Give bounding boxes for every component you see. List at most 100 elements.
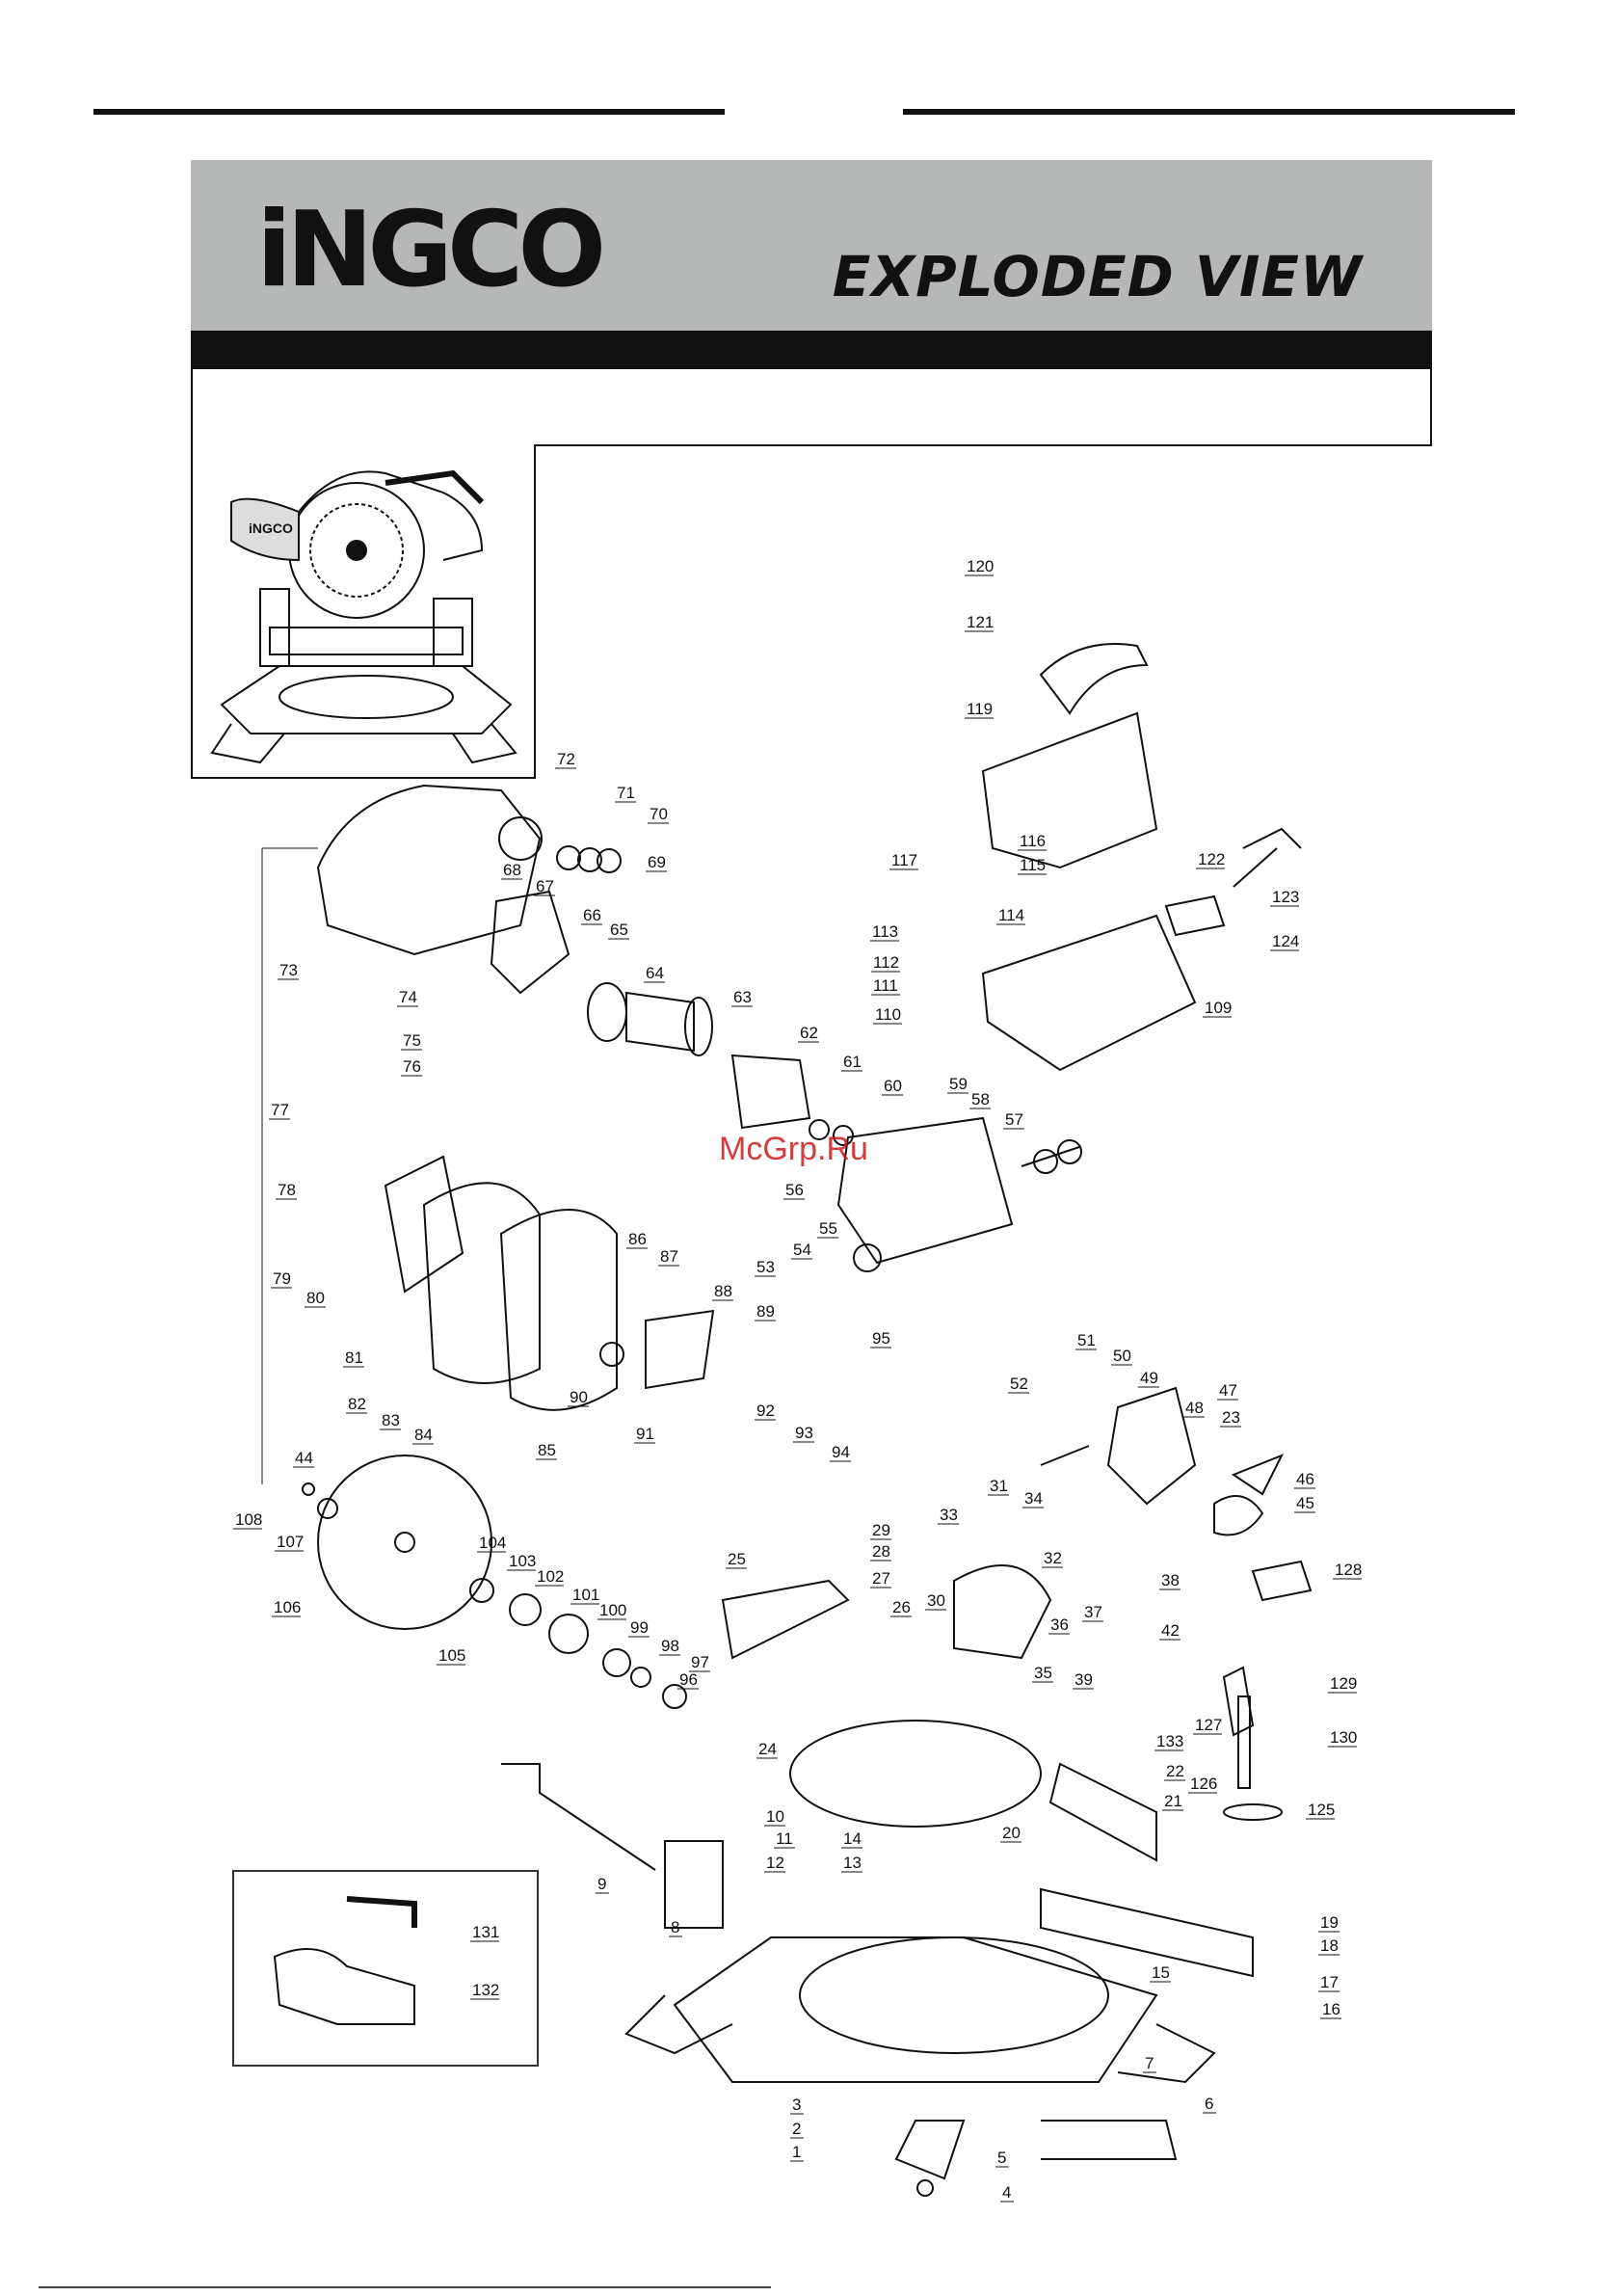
part-label: 88: [714, 1282, 732, 1300]
part-label: 64: [646, 964, 664, 982]
part-label: 39: [1074, 1670, 1093, 1689]
lower-guard: [422, 1182, 541, 1384]
part-label: 108: [235, 1510, 262, 1529]
clamp-foot: [1223, 1803, 1283, 1821]
front-foot: [894, 2120, 966, 2180]
part-label: 15: [1152, 1963, 1170, 1982]
part-label: 113: [872, 922, 898, 941]
part-label: 53: [756, 1258, 775, 1276]
part-label: 133: [1156, 1732, 1183, 1750]
stator: [730, 1054, 811, 1130]
part-label: 62: [800, 1024, 818, 1042]
part-label: 22: [1166, 1762, 1184, 1780]
part-label: 8: [671, 1918, 679, 1936]
part-label: 122: [1198, 850, 1225, 868]
part-label: 36: [1050, 1615, 1069, 1634]
fence-side: [664, 1840, 724, 1929]
power-cord-clamp: [1164, 894, 1226, 937]
part-label: 116: [1020, 832, 1046, 850]
armature: [625, 991, 695, 1053]
part-label: 5: [997, 2149, 1006, 2167]
part-label: 117: [891, 851, 917, 869]
part-label: 42: [1161, 1621, 1180, 1640]
part-label: 129: [1330, 1674, 1357, 1693]
part-label: 124: [1272, 932, 1299, 950]
part-label: 120: [967, 557, 994, 575]
part-label: 28: [872, 1542, 890, 1561]
part-label: 65: [610, 921, 628, 939]
part-label: 109: [1205, 999, 1232, 1017]
bottom-rule: [39, 2286, 771, 2288]
model-info-box: [191, 369, 1432, 446]
part-label: 114: [998, 906, 1024, 924]
part-label: 73: [279, 961, 298, 979]
part-label: 50: [1113, 1347, 1131, 1365]
part-label: 107: [277, 1533, 304, 1551]
part-label: 56: [785, 1181, 804, 1199]
link-plate: [645, 1309, 715, 1390]
part-label: 68: [503, 861, 521, 879]
part-label: 87: [660, 1247, 678, 1266]
part-label: 94: [832, 1443, 850, 1461]
thumbnail-decal: iNGCO: [249, 521, 293, 536]
part-label: 23: [1222, 1408, 1240, 1427]
part-label: 45: [1296, 1494, 1314, 1512]
depth-rod: [1237, 1695, 1251, 1789]
part-label: 106: [274, 1598, 301, 1616]
clamp-screw: [1222, 1666, 1255, 1737]
part-label: 91: [636, 1425, 654, 1443]
part-label: 49: [1140, 1369, 1158, 1387]
part-label: 80: [306, 1289, 325, 1307]
part-label: 75: [403, 1031, 421, 1050]
part-label: 54: [793, 1241, 811, 1259]
part-label: 97: [691, 1653, 709, 1671]
part-label: 31: [990, 1477, 1008, 1495]
part-label: 131: [472, 1923, 499, 1941]
part-label: 32: [1044, 1549, 1062, 1567]
part-label: 47: [1219, 1381, 1237, 1400]
part-label: 72: [557, 750, 575, 768]
motor-housing: [836, 1116, 1014, 1265]
header-banner: iNGCO EXPLODED VIEW: [191, 160, 1432, 331]
part-label: 27: [872, 1569, 890, 1588]
part-label: 7: [1145, 2054, 1154, 2072]
part-label: 33: [940, 1506, 958, 1524]
part-label: 44: [295, 1449, 313, 1467]
part-label: 93: [795, 1424, 813, 1442]
product-thumbnail: iNGCO: [191, 444, 536, 779]
part-label: 1: [792, 2143, 801, 2161]
part-label: 10: [766, 1807, 784, 1826]
part-label: 18: [1320, 1936, 1339, 1955]
handle-base: [981, 914, 1197, 1072]
part-label: 2: [792, 2120, 801, 2138]
part-label: 57: [1005, 1110, 1023, 1129]
part-label: 9: [597, 1875, 606, 1893]
part-label: 78: [278, 1181, 296, 1199]
part-label: 130: [1330, 1728, 1357, 1747]
part-label: 105: [438, 1646, 465, 1665]
fence-rail: [1040, 1887, 1254, 1978]
part-label: 102: [537, 1567, 564, 1586]
part-label: 14: [843, 1829, 862, 1848]
turntable: [789, 1720, 1042, 1828]
part-label: 20: [1002, 1824, 1021, 1842]
part-label: 127: [1195, 1716, 1222, 1734]
part-label: 121: [967, 613, 994, 631]
part-label: 4: [1002, 2183, 1011, 2202]
part-label: 125: [1308, 1801, 1335, 1819]
top-rule-left: [93, 109, 725, 115]
part-label: 25: [728, 1550, 746, 1568]
part-label: 98: [661, 1637, 679, 1655]
base-ring: [799, 1936, 1109, 2054]
upper-blade-guard: [316, 784, 542, 956]
part-label: 67: [536, 877, 554, 895]
part-label: 90: [570, 1388, 588, 1406]
part-label: 101: [572, 1586, 599, 1604]
part-label: 128: [1335, 1561, 1362, 1579]
part-label: 89: [756, 1302, 775, 1321]
part-label: 60: [884, 1077, 902, 1095]
part-label: 69: [648, 853, 666, 871]
part-label: 16: [1322, 2000, 1340, 2018]
part-label: 103: [509, 1552, 536, 1570]
